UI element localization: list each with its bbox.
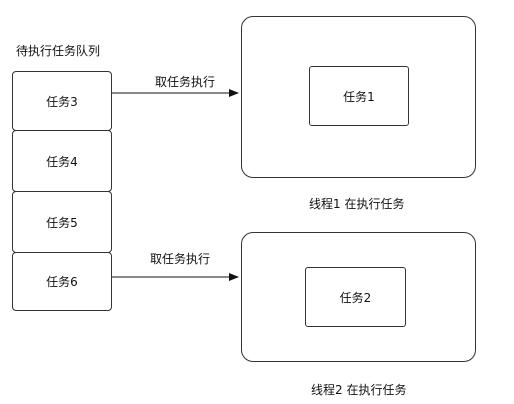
thread-2-caption: 线程2 在执行任务 bbox=[311, 383, 407, 397]
queue-item-label: 任务4 bbox=[46, 154, 78, 169]
queue-title: 待执行任务队列 bbox=[16, 44, 101, 58]
queue-item-label: 任务3 bbox=[46, 94, 78, 109]
queue-item-task6: 任务6 bbox=[12, 252, 112, 311]
task-2-box: 任务2 bbox=[305, 267, 406, 327]
task-1-label: 任务1 bbox=[343, 89, 375, 104]
thread-1-caption: 线程1 在执行任务 bbox=[309, 197, 405, 211]
queue-item-label: 任务6 bbox=[46, 275, 78, 289]
queue-item-label: 任务5 bbox=[46, 215, 78, 230]
arrow-label-2: 取任务执行 bbox=[150, 252, 211, 266]
task-1-box: 任务1 bbox=[309, 66, 409, 126]
queue-item-task5: 任务5 bbox=[12, 191, 112, 253]
task-2-label: 任务2 bbox=[339, 290, 372, 305]
queue-item-task4: 任务4 bbox=[12, 130, 112, 192]
queue-item-task3: 任务3 bbox=[12, 71, 112, 131]
arrow-label-1: 取任务执行 bbox=[155, 75, 216, 89]
